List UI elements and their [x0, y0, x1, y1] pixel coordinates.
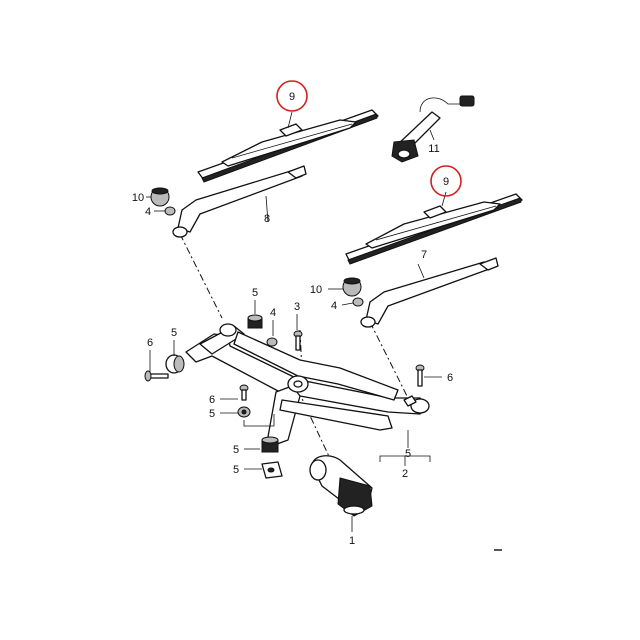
callout-10-upper: 10 — [132, 192, 144, 204]
screw[interactable] — [293, 330, 303, 351]
callout-5-right: 5 — [405, 448, 411, 460]
mount-grommet-left[interactable] — [165, 354, 185, 374]
callout-4-upper: 4 — [145, 206, 151, 218]
wiper-arm-lower[interactable] — [360, 257, 499, 328]
callout-1: 1 — [349, 535, 355, 547]
wiper-arm-upper[interactable] — [172, 165, 307, 238]
washer-nozzle[interactable] — [391, 95, 475, 163]
callout-4-mid: 4 — [270, 307, 276, 319]
page-mark — [494, 549, 502, 551]
cap-lower[interactable] — [342, 277, 362, 297]
cap-upper[interactable] — [150, 187, 170, 207]
nut-upper[interactable] — [164, 206, 176, 216]
callout-labels: 9 9 11 10 4 8 7 10 4 5 4 3 5 6 6 5 5 5 6… — [132, 91, 453, 547]
leader-lines — [146, 111, 447, 532]
washer-center[interactable] — [237, 406, 251, 418]
callout-8: 8 — [264, 213, 270, 225]
bolt-center[interactable] — [239, 384, 249, 401]
callout-6-right: 6 — [447, 372, 453, 384]
callout-9-lower: 9 — [443, 176, 449, 188]
callout-11: 11 — [428, 143, 439, 155]
bushing-top[interactable] — [247, 314, 263, 329]
nut-lower[interactable] — [352, 297, 364, 307]
callout-3: 3 — [294, 301, 300, 313]
grommet-lower[interactable] — [261, 436, 279, 453]
callout-6-center: 6 — [209, 394, 215, 406]
bolt-right[interactable] — [415, 364, 425, 387]
callout-9-upper: 9 — [289, 91, 295, 103]
wiper-blade-lower[interactable] — [345, 193, 523, 265]
callout-5-bracket: 5 — [233, 464, 239, 476]
wiper-blade-upper[interactable] — [197, 109, 379, 183]
callout-10-lower: 10 — [310, 284, 322, 296]
callout-5-center: 5 — [209, 408, 215, 420]
highlight-ring-lower — [430, 165, 462, 197]
callout-2: 2 — [402, 468, 408, 480]
callout-5-left: 5 — [171, 327, 177, 339]
bracket-plate[interactable] — [261, 461, 283, 479]
wiper-motor[interactable] — [309, 455, 373, 517]
bolt-left[interactable] — [144, 370, 169, 382]
callout-4-lower: 4 — [331, 300, 337, 312]
callout-5-top: 5 — [252, 287, 258, 299]
highlight-ring-upper — [276, 80, 308, 112]
wiper-linkage-frame[interactable] — [185, 323, 430, 449]
callout-6-left: 6 — [147, 337, 153, 349]
callout-5-grommet: 5 — [233, 444, 239, 456]
callout-7: 7 — [421, 249, 427, 261]
nut-mid[interactable] — [266, 337, 278, 347]
